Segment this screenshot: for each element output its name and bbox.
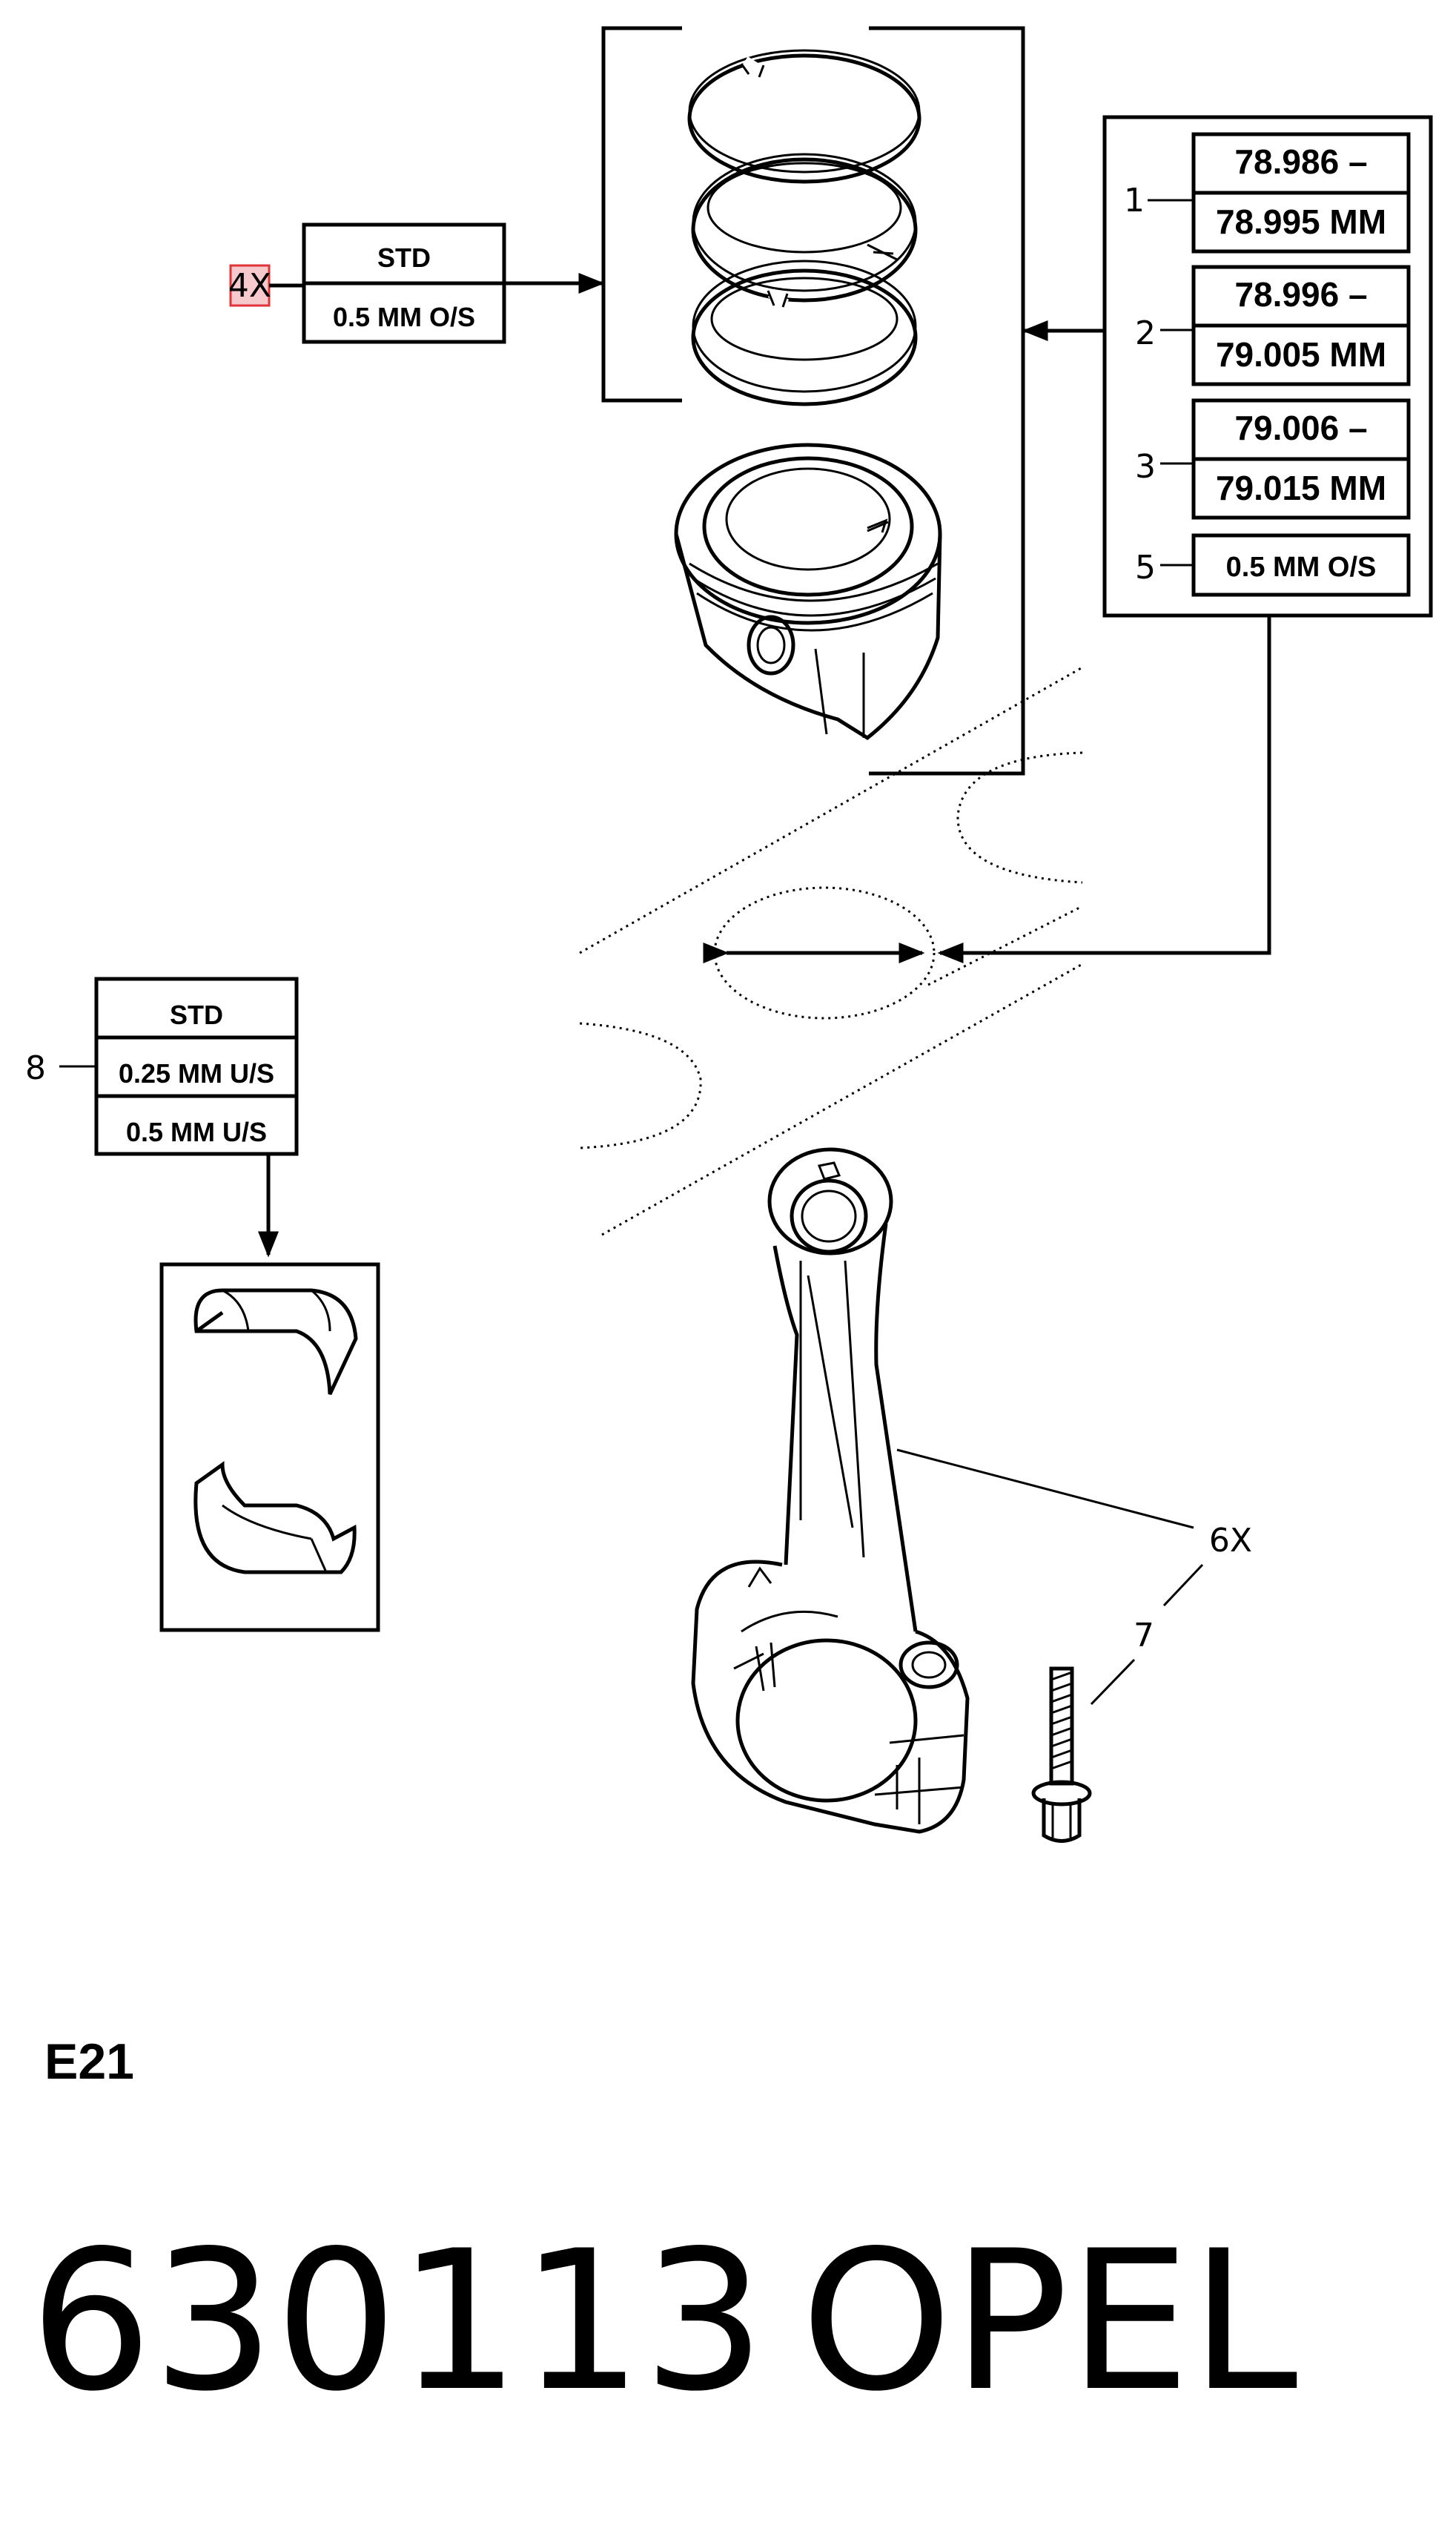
piston-size-3-max: 79.015 MM (1216, 469, 1386, 507)
ring-size-std: STD (377, 242, 431, 273)
piston-size-1: 1 78.986 – 78.995 MM (1124, 132, 1411, 254)
callout-1: 1 (1124, 182, 1145, 220)
bearing-size-05: 0.5 MM U/S (126, 1117, 267, 1147)
rod-callout-leader-2 (1162, 1563, 1204, 1607)
piston-size-3: 3 79.006 – 79.015 MM (1135, 398, 1411, 520)
callout-2: 2 (1135, 314, 1156, 352)
brand-name: OPEL (801, 2210, 1299, 2434)
piston-size-2: 2 78.996 – 79.005 MM (1135, 265, 1411, 386)
bolt-callout-leader (1090, 1658, 1136, 1706)
ring-bracket-left (601, 26, 682, 403)
bearing-shell-frame (159, 1262, 380, 1632)
cylinder-bore-icon (713, 886, 936, 1020)
ring-set-group: 4X STD 0.5 MM O/S (228, 26, 1025, 776)
piston-rings-icon (687, 49, 921, 406)
bearing-size-025: 0.25 MM U/S (119, 1058, 274, 1089)
piston-bracket-right (869, 26, 1025, 776)
cylinder-deck-outline (579, 666, 1083, 1236)
quantity-highlight (229, 264, 271, 307)
piston-size-table: 1 78.986 – 78.995 MM 2 78.996 – 79.005 M… (937, 115, 1433, 963)
callout-5: 5 (1135, 549, 1156, 587)
bearing-shells-icon (193, 1288, 358, 1574)
bearing-size-std: STD (170, 1000, 223, 1030)
ring-size-oversize: 0.5 MM O/S (333, 302, 475, 332)
bore-size-leader (937, 616, 1271, 963)
section-code: E21 (44, 2033, 134, 2090)
rod-callout-leader (896, 1448, 1194, 1529)
callout-6x: 6X (1209, 1522, 1252, 1560)
ring-quantity-label: 4X (228, 267, 271, 305)
callout-8: 8 (25, 1049, 46, 1087)
part-number: 630113 (30, 2210, 766, 2434)
piston-size-5-box (1191, 533, 1411, 597)
piston-icon (674, 443, 942, 741)
callout-7: 7 (1134, 1617, 1154, 1654)
piston-size-3-min: 79.006 – (1234, 409, 1367, 447)
piston-size-2-max: 79.005 MM (1216, 335, 1386, 374)
piston-size-5-label: 0.5 MM O/S (1226, 552, 1377, 583)
piston-size-1-max: 78.995 MM (1216, 202, 1386, 241)
callout-3: 3 (1135, 448, 1156, 486)
piston-size-5: 5 0.5 MM O/S (1135, 533, 1411, 597)
bearing-group: STD 0.25 MM U/S 0.5 MM U/S 8 (25, 977, 380, 1632)
rod-bolt-icon (1031, 1563, 1204, 1843)
piston-size-2-min: 78.996 – (1234, 275, 1367, 314)
piston-size-1-min: 78.986 – (1234, 142, 1367, 181)
connecting-rod-icon (691, 1147, 1194, 1834)
